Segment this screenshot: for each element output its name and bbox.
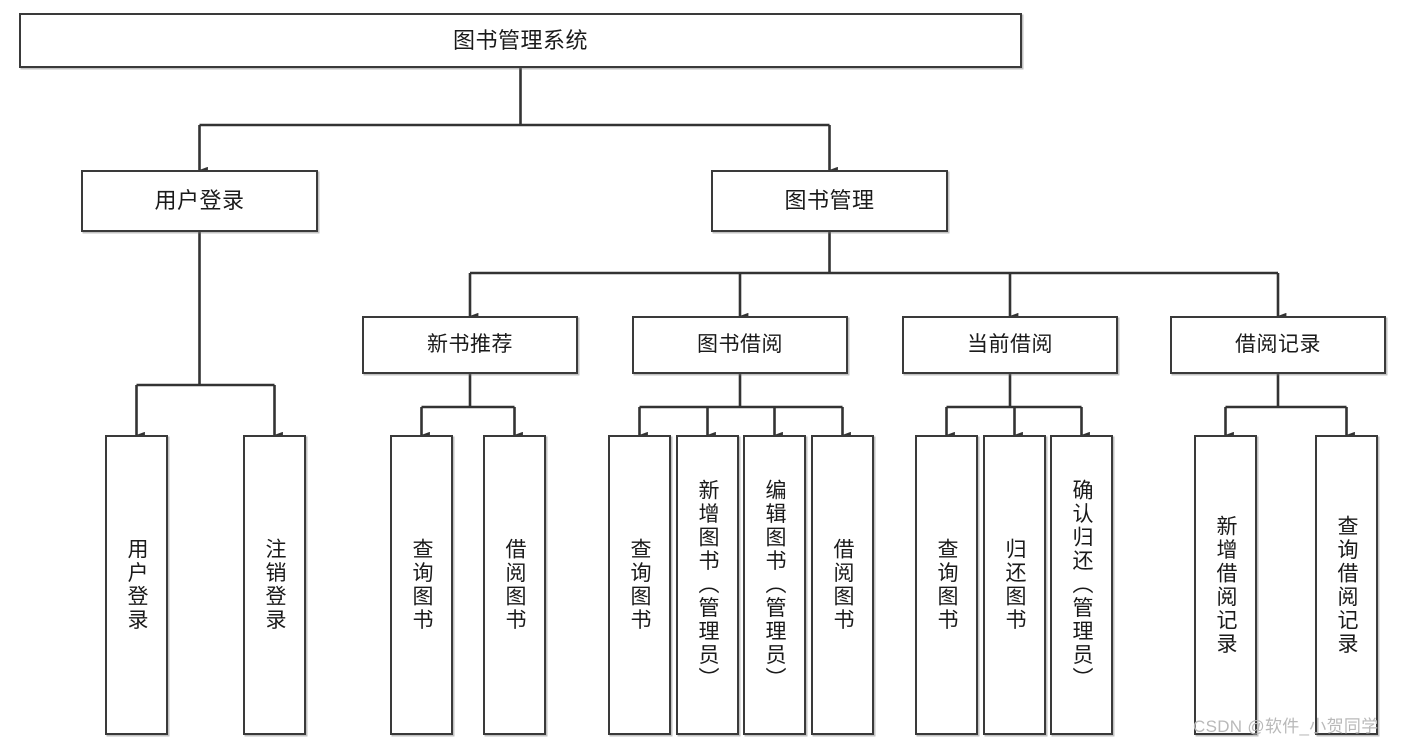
node-leaf-logout[interactable]: 注销登录 — [243, 435, 306, 735]
node-label: 新增借阅记录 — [1214, 514, 1237, 656]
node-label: 用户登录 — [154, 188, 245, 214]
node-label: 编辑图书（管理员） — [763, 479, 786, 691]
node-leaf-query-book-2[interactable]: 查询图书 — [608, 435, 671, 735]
node-label: 新书推荐 — [427, 332, 513, 356]
node-leaf-query-record[interactable]: 查询借阅记录 — [1315, 435, 1378, 735]
node-label: 查询图书 — [628, 538, 651, 632]
node-label: 用户登录 — [125, 538, 148, 632]
node-leaf-add-book[interactable]: 新增图书（管理员） — [676, 435, 739, 735]
node-leaf-return-book[interactable]: 归还图书 — [983, 435, 1046, 735]
node-label: 归还图书 — [1003, 538, 1026, 632]
node-leaf-add-record[interactable]: 新增借阅记录 — [1194, 435, 1257, 735]
node-leaf-edit-book[interactable]: 编辑图书（管理员） — [743, 435, 806, 735]
node-leaf-borrow-book-2[interactable]: 借阅图书 — [811, 435, 874, 735]
node-label: 借阅记录 — [1235, 332, 1321, 356]
node-label: 图书管理 — [784, 188, 875, 214]
node-label: 新增图书（管理员） — [696, 479, 719, 691]
connector-lines — [135, 68, 1355, 439]
node-book-mgmt[interactable]: 图书管理 — [711, 170, 948, 232]
node-label: 查询图书 — [410, 538, 433, 632]
node-label: 当前借阅 — [967, 332, 1053, 356]
node-label: 注销登录 — [263, 538, 286, 632]
node-leaf-confirm-return[interactable]: 确认归还（管理员） — [1050, 435, 1113, 735]
node-leaf-borrow-book-1[interactable]: 借阅图书 — [483, 435, 546, 735]
node-current-borrow[interactable]: 当前借阅 — [902, 316, 1118, 374]
node-leaf-query-book-3[interactable]: 查询图书 — [915, 435, 978, 735]
node-label: 借阅图书 — [831, 538, 854, 632]
node-root[interactable]: 图书管理系统 — [19, 13, 1022, 68]
node-label: 图书管理系统 — [452, 27, 588, 53]
node-book-borrow[interactable]: 图书借阅 — [632, 316, 848, 374]
node-label: 图书借阅 — [697, 332, 783, 356]
node-label: 查询借阅记录 — [1335, 514, 1358, 656]
node-user-login[interactable]: 用户登录 — [81, 170, 318, 232]
node-leaf-user-login[interactable]: 用户登录 — [105, 435, 168, 735]
node-label: 借阅图书 — [503, 538, 526, 632]
node-new-book-rec[interactable]: 新书推荐 — [362, 316, 578, 374]
node-borrow-record[interactable]: 借阅记录 — [1170, 316, 1386, 374]
node-leaf-query-book-1[interactable]: 查询图书 — [390, 435, 453, 735]
node-label: 查询图书 — [935, 538, 958, 632]
node-label: 确认归还（管理员） — [1070, 479, 1093, 691]
